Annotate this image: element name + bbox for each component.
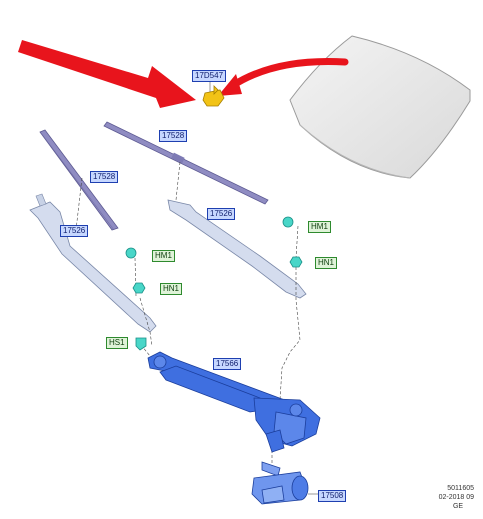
part-label-motor: 17508 <box>318 490 347 502</box>
reference-block: 5011605 02-2018 09 GE <box>430 484 474 511</box>
washer-pump-part <box>202 85 225 107</box>
windshield-illustration <box>289 35 471 179</box>
curved-arrow-icon <box>228 58 349 90</box>
dashed-guides <box>75 161 301 470</box>
part-label-washer-pump: 17D547 <box>192 70 227 82</box>
curved-arrowhead-icon <box>218 74 242 96</box>
windshield-edge <box>299 124 411 179</box>
cap-left-part <box>125 247 137 259</box>
part-label-nut-right: HN1 <box>315 257 338 269</box>
part-label-wiper-arm-right: 17526 <box>207 208 236 220</box>
linkage-part <box>147 351 321 453</box>
part-label-linkage: 17566 <box>213 358 242 370</box>
wiper-blade-right-part <box>103 121 269 205</box>
screw-part <box>135 337 147 351</box>
wiper-arm-right-part <box>167 199 307 299</box>
cap-right-part <box>282 216 294 228</box>
part-label-nut-left: HN1 <box>160 283 183 295</box>
part-label-wiper-blade-right: 17528 <box>159 130 188 142</box>
wiper-arm-left-part <box>29 193 157 333</box>
reference-number: 5011605 <box>447 485 474 492</box>
part-label-cap-right: HM1 <box>308 221 331 233</box>
red-arrow-icon <box>18 40 196 108</box>
reference-region: GE <box>452 503 464 510</box>
wiper-blade-left-part <box>39 129 119 231</box>
motor-part <box>251 461 309 505</box>
reference-date: 02-2018 09 <box>438 494 474 501</box>
part-label-cap-left: HM1 <box>152 250 175 262</box>
part-label-wiper-blade-left: 17528 <box>90 171 119 183</box>
nut-left-part <box>132 282 146 294</box>
part-label-screw: HS1 <box>106 337 128 349</box>
part-label-wiper-arm-left: 17526 <box>60 225 89 237</box>
nut-right-part <box>289 256 303 268</box>
